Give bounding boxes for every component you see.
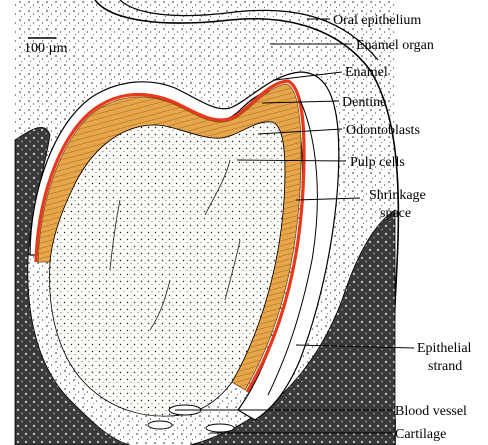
label-shrinkage-space-1: Shrinkage	[369, 188, 426, 203]
leader-dentine	[261, 100, 340, 104]
cartilage-bit	[205, 423, 235, 433]
epithelial-strand	[267, 99, 318, 396]
left-dark-tissue	[14, 126, 131, 445]
label-odontoblasts: Odontoblasts	[346, 123, 420, 138]
label-dentine: Dentine	[342, 95, 386, 110]
right-dark-tissue	[189, 209, 396, 445]
label-enamel: Enamel	[345, 65, 388, 80]
pulp-cell-streaks	[109, 159, 241, 331]
leader-odontoblasts	[257, 128, 343, 135]
leader-epithelial-strand	[295, 344, 415, 349]
leader-enamel	[274, 71, 343, 81]
label-enamel-organ: Enamel organ	[356, 38, 434, 53]
label-shrinkage-space-2: space	[380, 206, 411, 221]
label-epithelial-strand-1: Epithelial	[417, 341, 472, 356]
leader-shrinkage-space	[295, 197, 361, 201]
label-cartilage: Cartilage	[395, 427, 446, 442]
enamel-layer	[34, 79, 306, 393]
label-pulp-cells: Pulp cells	[350, 155, 405, 170]
label-epithelial-strand-2: strand	[428, 359, 462, 374]
scale-bar-label: 100 µm	[24, 41, 68, 56]
label-panel-bg	[400, 0, 488, 445]
label-blood-vessel: Blood vessel	[395, 404, 467, 419]
dental-pulp	[49, 121, 286, 417]
leader-pulp-cells	[236, 159, 347, 162]
label-oral-epithelium: Oral epithelium	[333, 13, 421, 28]
cartilage-bit	[147, 420, 173, 430]
oral-epithelium-inner-line	[119, 0, 379, 61]
